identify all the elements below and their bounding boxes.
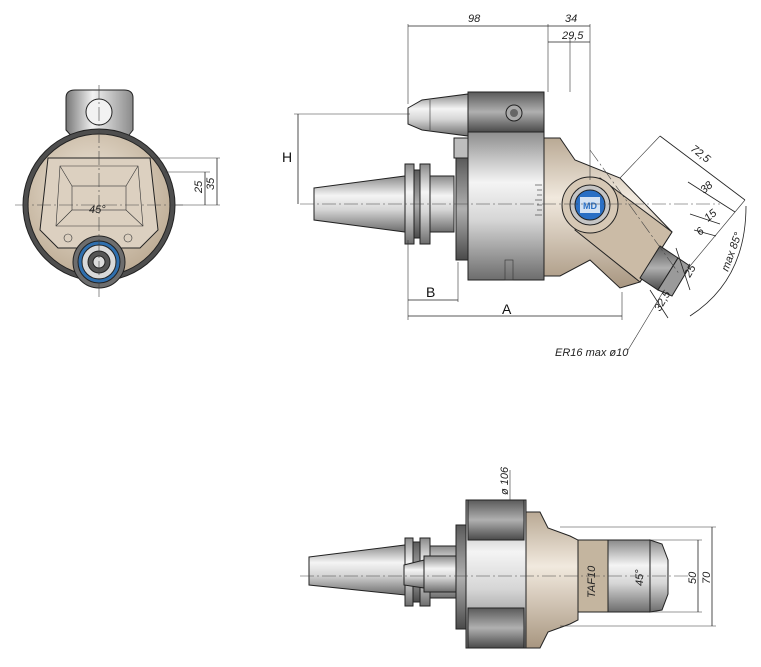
end-view: 45° 25 35: [15, 85, 220, 300]
dim-29-5: 29,5: [561, 30, 584, 42]
dim-34: 34: [565, 13, 577, 25]
screw-icon: [63, 233, 73, 243]
screw-icon: [123, 233, 133, 243]
taper-shank: [308, 544, 406, 596]
dim-25: 25: [193, 180, 205, 194]
dim-70: 70: [701, 571, 713, 584]
dim-max-85: max 85°: [720, 230, 745, 273]
angle-head: [525, 511, 579, 649]
dim-d106: ø 106: [499, 466, 511, 495]
model-label: TAF10: [586, 565, 598, 598]
dim-50: 50: [687, 571, 699, 584]
clamp-cylinder: [407, 93, 469, 137]
angle-label: 45°: [634, 569, 646, 586]
top-view: TAF10 45° ø 106 50 70: [300, 466, 716, 649]
dim-A: A: [502, 301, 512, 317]
dim-98: 98: [468, 13, 481, 25]
dim-72-5: 72,5: [688, 143, 713, 166]
side-view: MD 98 34 29,5 H B A: [282, 13, 747, 359]
dim-38: 38: [698, 179, 716, 197]
dim-6: 6: [694, 225, 707, 239]
dim-35: 35: [205, 177, 217, 190]
angle-scale: [535, 184, 542, 216]
svg-text:MD: MD: [583, 201, 597, 211]
dim-H: H: [282, 149, 292, 165]
main-housing: [467, 129, 545, 281]
angle-label: 45°: [89, 204, 106, 216]
dim-15: 15: [702, 207, 720, 225]
dim-B: B: [426, 284, 435, 300]
collet-spec: ER16 max ø10: [555, 347, 629, 359]
